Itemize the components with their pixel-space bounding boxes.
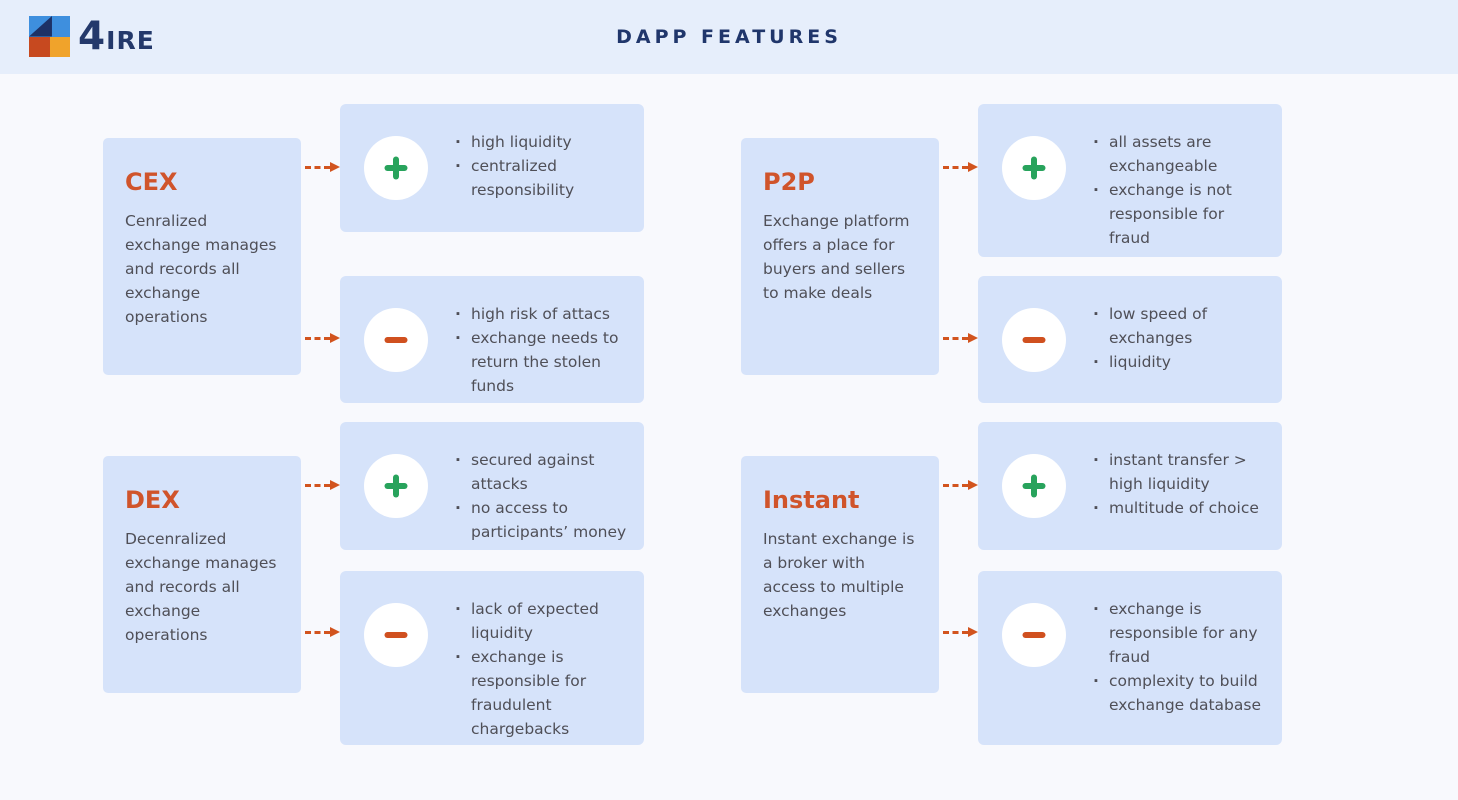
4ire-logo-icon: [29, 16, 70, 57]
list-item: instant transfer > high liquidity: [1090, 448, 1268, 496]
list-item: secured against attacks: [452, 448, 630, 496]
card-title-instant: Instant: [763, 486, 860, 514]
header: 4IRE DAPP FEATURES: [0, 0, 1458, 74]
pros-box-p2p: all assets are exchangeable exchange is …: [978, 104, 1282, 257]
card-description-dex: Decenralized exchange manages and record…: [125, 530, 277, 644]
pros-box-dex: secured against attacks no access to par…: [340, 422, 644, 550]
card-title-p2p: P2P: [763, 168, 815, 196]
card-title-dex: DEX: [125, 486, 180, 514]
list-item: centralized responsibility: [452, 154, 630, 202]
list-item: exchange is responsible for fraudulent c…: [452, 645, 630, 741]
cons-list-instant: exchange is responsible for any fraud co…: [1090, 597, 1268, 717]
cons-box-instant: exchange is responsible for any fraud co…: [978, 571, 1282, 745]
dashed-arrow-right-icon: [943, 480, 978, 490]
pros-list-instant: instant transfer > high liquidity multit…: [1090, 448, 1268, 520]
card-description-cex: Cenralized exchange manages and records …: [125, 212, 277, 326]
plus-icon: [364, 136, 428, 200]
minus-badge: [364, 308, 428, 372]
card-description-p2p: Exchange platform offers a place for buy…: [763, 212, 910, 302]
exchange-card-p2p: P2P Exchange platform offers a place for…: [741, 138, 939, 375]
plus-icon: [1002, 136, 1066, 200]
cons-list-cex: high risk of attacs exchange needs to re…: [452, 302, 630, 398]
dashed-arrow-right-icon: [305, 480, 340, 490]
list-item: exchange is not responsible for fraud: [1090, 178, 1268, 250]
minus-badge: [1002, 308, 1066, 372]
cons-box-p2p: low speed of exchanges liquidity: [978, 276, 1282, 403]
plus-icon: [1002, 454, 1066, 518]
exchange-card-dex: DEX Decenralized exchange manages and re…: [103, 456, 301, 693]
cons-list-dex: lack of expected liquidity exchange is r…: [452, 597, 630, 741]
plus-badge: [364, 454, 428, 518]
plus-icon: [364, 454, 428, 518]
minus-icon: [1002, 603, 1066, 667]
dashed-arrow-right-icon: [305, 162, 340, 172]
pros-box-instant: instant transfer > high liquidity multit…: [978, 422, 1282, 550]
cons-list-p2p: low speed of exchanges liquidity: [1090, 302, 1268, 374]
exchange-card-instant: Instant Instant exchange is a broker wit…: [741, 456, 939, 693]
dashed-arrow-right-icon: [943, 333, 978, 343]
list-item: exchange is responsible for any fraud: [1090, 597, 1268, 669]
plus-badge: [1002, 454, 1066, 518]
page-title: DAPP FEATURES: [616, 26, 842, 48]
list-item: multitude of choice: [1090, 496, 1268, 520]
dashed-arrow-right-icon: [943, 162, 978, 172]
minus-badge: [1002, 603, 1066, 667]
minus-icon: [364, 603, 428, 667]
list-item: high risk of attacs: [452, 302, 630, 326]
list-item: lack of expected liquidity: [452, 597, 630, 645]
list-item: exchange needs to return the stolen fund…: [452, 326, 630, 398]
dashed-arrow-right-icon: [305, 627, 340, 637]
plus-badge: [1002, 136, 1066, 200]
pros-list-p2p: all assets are exchangeable exchange is …: [1090, 130, 1268, 250]
list-item: low speed of exchanges: [1090, 302, 1268, 350]
plus-badge: [364, 136, 428, 200]
pros-box-cex: high liquidity centralized responsibilit…: [340, 104, 644, 232]
exchange-card-cex: CEX Cenralized exchange manages and reco…: [103, 138, 301, 375]
list-item: high liquidity: [452, 130, 630, 154]
cons-box-dex: lack of expected liquidity exchange is r…: [340, 571, 644, 745]
minus-icon: [364, 308, 428, 372]
pros-list-dex: secured against attacks no access to par…: [452, 448, 630, 544]
logo-square-orange: [49, 36, 70, 57]
logo: 4IRE: [29, 14, 155, 59]
minus-icon: [1002, 308, 1066, 372]
list-item: complexity to build exchange database: [1090, 669, 1268, 717]
pros-list-cex: high liquidity centralized responsibilit…: [452, 130, 630, 202]
card-title-cex: CEX: [125, 168, 178, 196]
minus-badge: [364, 603, 428, 667]
list-item: all assets are exchangeable: [1090, 130, 1268, 178]
list-item: liquidity: [1090, 350, 1268, 374]
logo-square-red: [29, 36, 50, 57]
cons-box-cex: high risk of attacs exchange needs to re…: [340, 276, 644, 403]
list-item: no access to participants’ money: [452, 496, 630, 544]
dashed-arrow-right-icon: [305, 333, 340, 343]
logo-text: 4IRE: [78, 14, 155, 59]
card-description-instant: Instant exchange is a broker with access…: [763, 530, 915, 620]
dashed-arrow-right-icon: [943, 627, 978, 637]
